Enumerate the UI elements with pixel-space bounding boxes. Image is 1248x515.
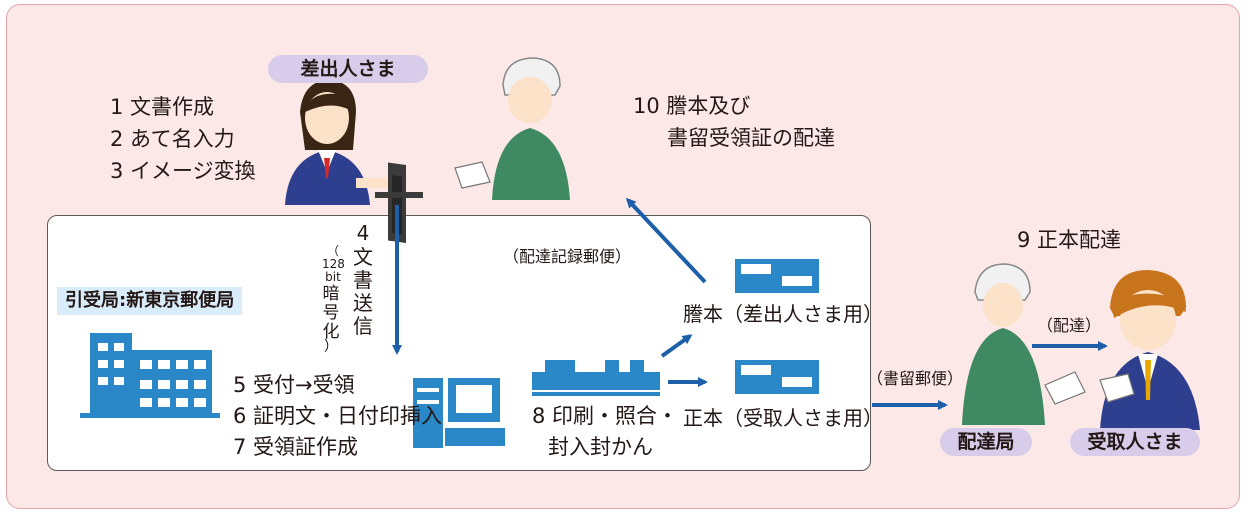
registered-mail-note: （書留郵便）	[867, 369, 964, 388]
recipient-man-icon	[1099, 270, 1200, 430]
step-8-line-1: 8 印刷・照合・	[532, 404, 679, 428]
mail-carrier-icon	[962, 263, 1086, 425]
step-3-text: 3 イメージ変換	[110, 159, 256, 183]
original-for-recipient-label: 正本（受取人さま用）	[683, 406, 883, 430]
step-4-char-2: 書	[353, 268, 373, 292]
step-6-text: 6 証明文・日付印挿入	[233, 404, 443, 428]
encryption-note-bit: bit	[325, 270, 341, 284]
step-2-text: 2 あて名入力	[110, 127, 235, 151]
envelope-icon	[735, 259, 819, 293]
sender-badge: 差出人さま	[268, 55, 428, 83]
return-arrow	[625, 197, 707, 284]
step-5-text: 5 受付→受領	[233, 373, 355, 397]
step-4-char-3: 送	[353, 291, 373, 315]
step-9-text: 9 正本配達	[1017, 228, 1122, 252]
receiving-office-label: 引受局:新東京郵便局	[57, 287, 243, 315]
building-icon	[80, 333, 220, 418]
encryption-note-paren: （	[326, 244, 339, 258]
step-4-char-4: 信	[353, 314, 373, 338]
copy-for-sender-label: 謄本（差出人さま用）	[683, 302, 883, 326]
encryption-note-char-1: 暗	[322, 284, 340, 304]
step-1-text: 1 文書作成	[110, 95, 215, 119]
encryption-note-char-3: 化	[322, 322, 340, 342]
mail-carrier-icon	[454, 57, 570, 200]
woman-at-computer-icon	[285, 80, 423, 244]
computer-icon	[413, 378, 505, 448]
step-10-line-1: 10 謄本及び	[633, 94, 751, 118]
delivery-note: （配達）	[1037, 316, 1102, 335]
step-4-char-1: 文	[353, 245, 373, 269]
envelope-icon	[735, 360, 819, 394]
delivery-office-badge: 配達局	[940, 428, 1032, 456]
encryption-note-128: 128	[322, 257, 345, 271]
step-10-line-2: 書留受領証の配達	[667, 126, 835, 150]
step-4-number: 4	[356, 221, 370, 245]
registered-delivery-mail-note: （配達記録郵便）	[503, 247, 632, 266]
copy-arrow	[660, 334, 693, 358]
step-8-line-2: 封入封かん	[548, 435, 653, 459]
recipient-badge: 受取人さま	[1070, 428, 1200, 456]
encryption-note-paren-close: ）	[324, 339, 338, 355]
step-7-text: 7 受領証作成	[233, 435, 359, 459]
sorting-machine-icon	[532, 360, 660, 396]
encryption-note-char-2: 号	[322, 303, 340, 323]
